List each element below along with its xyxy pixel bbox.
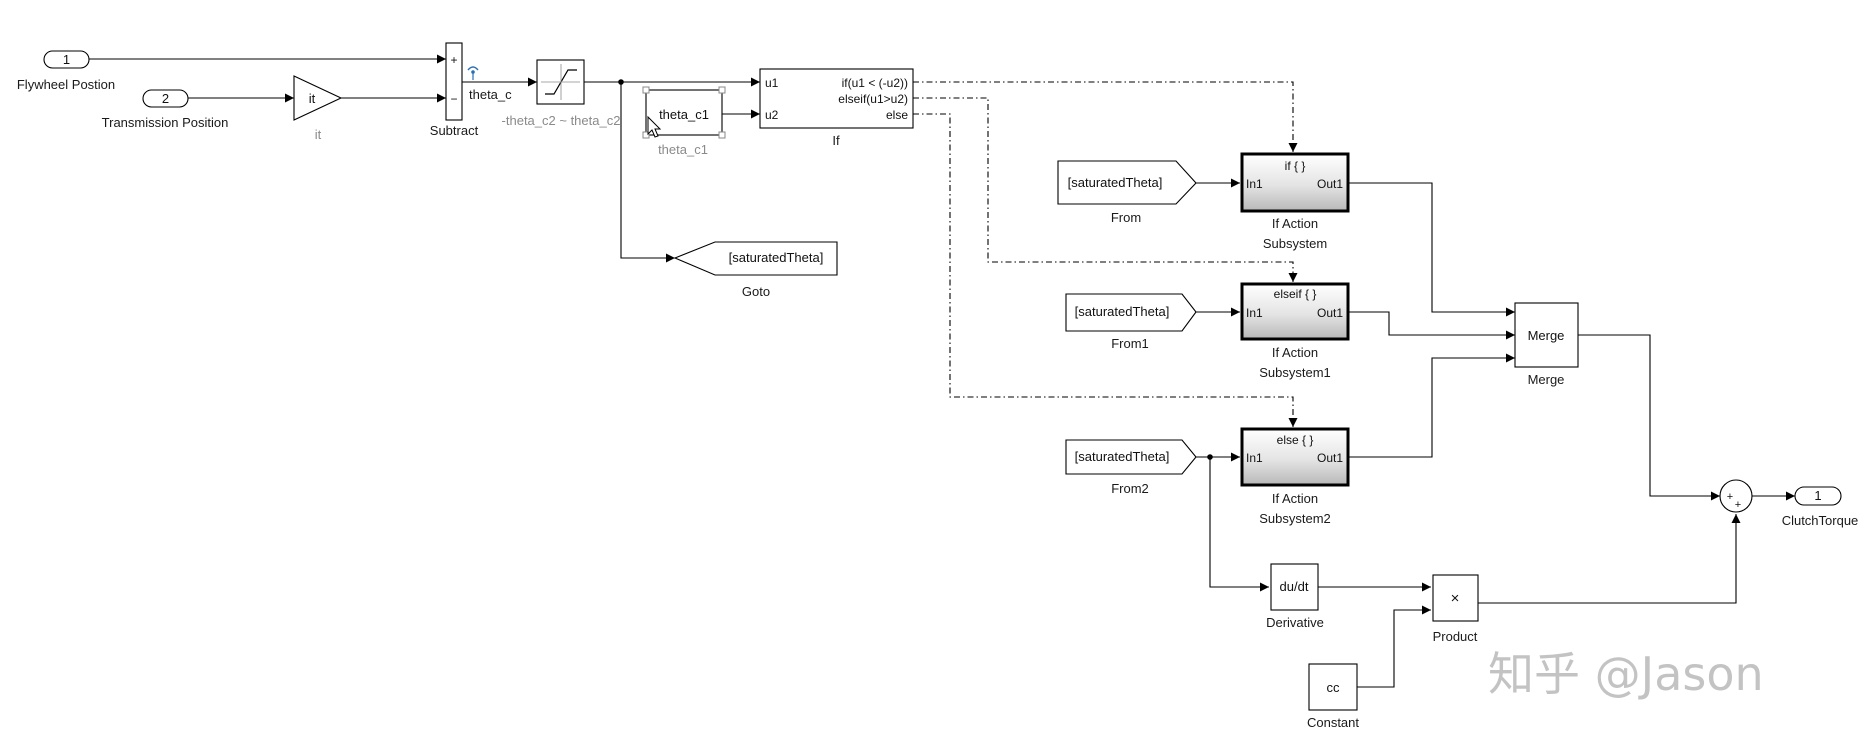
inport-flywheel-label: Flywheel Postion [17, 77, 115, 92]
wire-merge-sum[interactable] [1578, 334, 1720, 501]
signal-lines [89, 54, 1795, 688]
product-label: Product [1433, 629, 1478, 644]
outport-label: ClutchTorque [1782, 513, 1859, 528]
derivative-block[interactable]: du/dt [1270, 563, 1319, 611]
if-input-u1: u1 [765, 76, 779, 90]
selection-handle[interactable] [642, 131, 650, 139]
merge-label: Merge [1528, 372, 1565, 387]
from1-tag: [saturatedTheta] [1075, 304, 1170, 319]
inport-flywheel-position[interactable]: 1 [43, 50, 90, 69]
from-block[interactable]: [saturatedTheta] [1057, 160, 1197, 205]
from2-label: From2 [1111, 481, 1149, 496]
signal-probe-icon[interactable] [467, 66, 479, 80]
gain-text: it [309, 91, 316, 106]
if-block[interactable]: u1 u2 if(u1 < (-u2)) elseif(u1>u2) else [759, 68, 914, 129]
sub1-label-line2: Subsystem1 [1259, 365, 1331, 380]
inport-transmission-label: Transmission Position [102, 115, 229, 130]
sub1-title: elseif { } [1274, 287, 1317, 301]
saturation-block[interactable] [536, 59, 585, 105]
sub0-label-line1: If Action [1272, 216, 1318, 231]
from2-tag: [saturatedTheta] [1075, 449, 1170, 464]
subtract-block[interactable]: + − [445, 42, 463, 121]
constant-theta-c1-text: theta_c1 [659, 107, 709, 122]
wire-from2-derivative[interactable] [1209, 457, 1269, 592]
signal-label-theta-c: theta_c [469, 87, 512, 102]
goto-label: Goto [742, 284, 770, 299]
sub1-in-port: In1 [1246, 306, 1263, 320]
inport-transmission-number: 2 [162, 91, 169, 106]
wire-sub0-merge[interactable] [1349, 182, 1515, 317]
inport-flywheel-number: 1 [63, 52, 70, 67]
goto-tag: [saturatedTheta] [729, 250, 824, 265]
constant-cc-text: cc [1327, 680, 1341, 695]
branch-point-from2 [1207, 454, 1213, 460]
goto-block[interactable]: [saturatedTheta] [673, 241, 838, 276]
sub0-label-line2: Subsystem [1263, 236, 1327, 251]
mouse-cursor-icon [647, 115, 662, 138]
subtract-minus-sign: − [450, 92, 457, 106]
merge-text: Merge [1528, 328, 1565, 343]
sub1-out-port: Out1 [1317, 306, 1343, 320]
from-tag: [saturatedTheta] [1068, 175, 1163, 190]
sum-plus-1: + [1727, 491, 1733, 503]
if-action-subsystem[interactable]: if { } In1 Out1 [1240, 152, 1350, 213]
if-action-subsystem2[interactable]: else { } In1 Out1 [1240, 427, 1350, 487]
gain-label: it [315, 127, 322, 142]
wire-saturation-goto[interactable] [620, 82, 675, 263]
watermark-text: 知乎 @Jason [1488, 647, 1764, 701]
action-line-if-sub0[interactable] [913, 81, 1298, 152]
if-condition-1: if(u1 < (-u2)) [842, 76, 908, 90]
sum-block[interactable]: + + [1719, 479, 1753, 513]
wire-sub1-merge[interactable] [1349, 311, 1515, 340]
from2-block[interactable]: [saturatedTheta] [1065, 439, 1197, 475]
branch-point-saturation [618, 79, 624, 85]
if-input-u2: u2 [765, 108, 779, 122]
selection-handle[interactable] [718, 86, 726, 94]
product-block[interactable]: × [1432, 574, 1479, 622]
sub2-title: else { } [1277, 433, 1314, 447]
from1-label: From1 [1111, 336, 1149, 351]
wire-constant-product[interactable] [1357, 605, 1431, 688]
sub0-out-port: Out1 [1317, 177, 1343, 191]
sub2-label-line1: If Action [1272, 491, 1318, 506]
sum-plus-2: + [1735, 499, 1741, 511]
if-action-subsystem1[interactable]: elseif { } In1 Out1 [1240, 282, 1350, 341]
sub0-title: if { } [1285, 159, 1306, 173]
constant-cc-block[interactable]: cc [1308, 663, 1358, 711]
constant-cc-label: Constant [1307, 715, 1359, 730]
outport-clutch-torque[interactable]: 1 [1794, 486, 1842, 506]
derivative-text: du/dt [1280, 579, 1309, 594]
saturation-label: -theta_c2 ~ theta_c2 [502, 113, 621, 128]
wire-product-sum[interactable] [1478, 514, 1741, 604]
if-condition-2: elseif(u1>u2) [838, 92, 908, 106]
subtract-label: Subtract [430, 123, 479, 138]
action-line-elseif-sub1[interactable] [913, 97, 1298, 282]
product-text: × [1451, 590, 1460, 607]
selection-handle[interactable] [718, 131, 726, 139]
action-line-else-sub2[interactable] [913, 113, 1298, 427]
if-condition-3: else [886, 108, 908, 122]
outport-number: 1 [1814, 488, 1821, 503]
if-label: If [832, 133, 840, 148]
from-label: From [1111, 210, 1141, 225]
constant-theta-c1-label: theta_c1 [658, 142, 708, 157]
wire-sub2-merge[interactable] [1349, 353, 1515, 458]
from1-block[interactable]: [saturatedTheta] [1065, 293, 1197, 332]
sub2-out-port: Out1 [1317, 451, 1343, 465]
derivative-label: Derivative [1266, 615, 1324, 630]
selection-handle[interactable] [642, 86, 650, 94]
sub2-label-line2: Subsystem2 [1259, 511, 1331, 526]
inport-transmission-position[interactable]: 2 [142, 89, 189, 108]
gain-block[interactable]: it [293, 75, 343, 121]
sub1-label-line1: If Action [1272, 345, 1318, 360]
sub2-in-port: In1 [1246, 451, 1263, 465]
action-signal-lines [913, 81, 1298, 427]
sub0-in-port: In1 [1246, 177, 1263, 191]
subtract-plus-sign: + [450, 53, 457, 67]
merge-block[interactable]: Merge [1514, 302, 1579, 368]
